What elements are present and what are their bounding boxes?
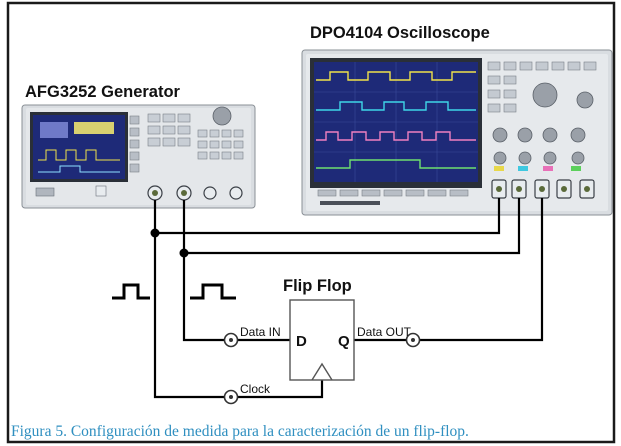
junction-dot (150, 228, 160, 238)
data-in-label: Data IN (240, 325, 281, 339)
data-out-wire (420, 198, 544, 342)
junction-dot (179, 248, 189, 258)
generator-title: AFG3252 Generator (25, 83, 181, 101)
figure-caption: Figura 5. Configuración de medida para l… (11, 423, 469, 440)
pin-q-label: Q (338, 333, 350, 350)
flipflop-block (289, 299, 355, 381)
flipflop-title: Flip Flop (283, 277, 352, 295)
clock-wire (153, 233, 224, 399)
data-pulse-icon (190, 283, 236, 300)
figure-frame (6, 1, 616, 444)
wiring (153, 198, 544, 399)
clock-edge-symbol (311, 362, 333, 381)
data-to-scope-wire (182, 198, 521, 255)
clock-pin-wire (238, 379, 324, 399)
clock-label: Clock (240, 382, 271, 396)
oscilloscope-image (301, 49, 613, 216)
clock-pulse-icon (112, 283, 150, 300)
data-out-label: Data OUT (357, 325, 412, 339)
oscilloscope-title: DPO4104 Oscilloscope (310, 24, 490, 42)
pin-d-label: D (296, 333, 307, 350)
generator-image (21, 104, 256, 209)
data-in-wire (182, 253, 224, 342)
clock-to-scope-wire (153, 198, 501, 235)
